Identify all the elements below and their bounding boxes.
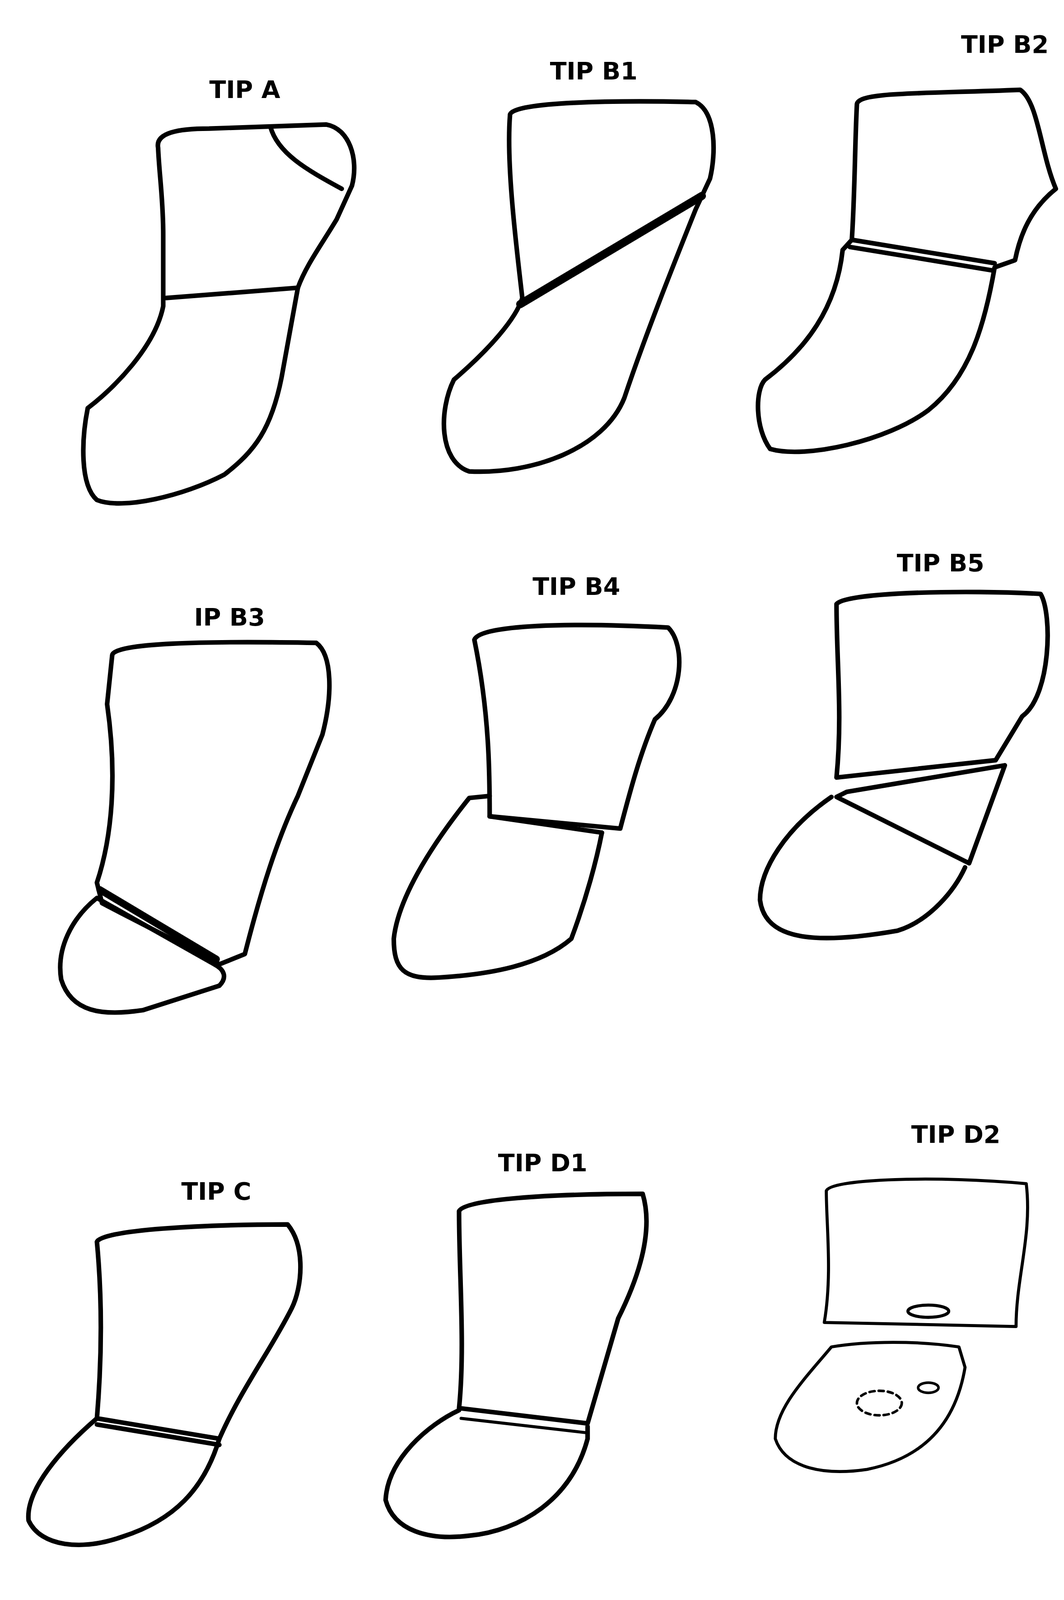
joint-line — [849, 247, 993, 271]
tip-label: TIP B5 — [893, 549, 989, 578]
tip-label: TIP B2 — [957, 30, 1053, 59]
tip-mark — [856, 1390, 902, 1415]
tip-outline — [443, 101, 714, 472]
tip-outline — [458, 1193, 647, 1424]
tip-outline — [474, 625, 680, 829]
joint-line — [97, 1423, 220, 1445]
tip-outline — [97, 1224, 301, 1439]
tip-label: TIP B1 — [546, 57, 642, 86]
tip-foot — [28, 1418, 220, 1545]
tip-foot — [760, 796, 966, 938]
tip-wedge — [836, 765, 1005, 864]
tip-label: TIP D2 — [907, 1120, 1005, 1149]
tip-label: TIP B4 — [528, 572, 624, 601]
joint-line — [520, 196, 702, 304]
tip-outline — [757, 89, 1056, 452]
joint-line — [270, 126, 342, 189]
tip-label: IP B3 — [190, 603, 269, 632]
tip-label: TIP D1 — [494, 1148, 592, 1177]
joint-line — [99, 889, 217, 960]
tip-foot — [775, 1342, 966, 1472]
tip-label: TIP A — [205, 75, 285, 104]
joint-line — [166, 287, 298, 299]
tip-foot — [393, 795, 602, 978]
tip-outline — [836, 591, 1048, 778]
tip-mark — [918, 1382, 939, 1393]
tip-outline — [83, 124, 355, 504]
tip-foot — [385, 1409, 588, 1537]
tip-outline — [824, 1178, 1028, 1326]
tip-label: TIP C — [177, 1177, 255, 1206]
joint-line — [461, 1418, 586, 1433]
tip-mark — [907, 1304, 949, 1317]
joint-line — [489, 816, 602, 833]
